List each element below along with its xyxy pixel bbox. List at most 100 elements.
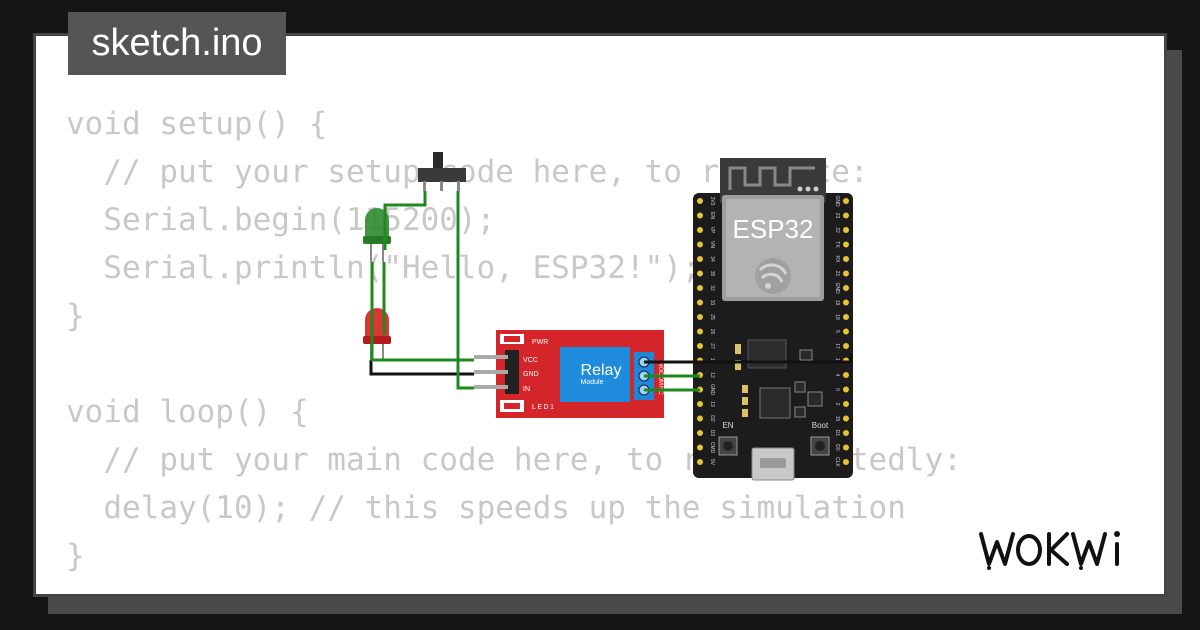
esp32-right-pin-label: CLK bbox=[834, 457, 840, 467]
esp32-left-pin[interactable] bbox=[697, 343, 703, 349]
relay-subtitle: Module bbox=[581, 379, 604, 386]
relay-pin-header bbox=[505, 350, 519, 394]
esp32-left-pin[interactable] bbox=[697, 227, 703, 233]
esp32-right-pin[interactable] bbox=[843, 415, 849, 422]
esp32-right-pin[interactable] bbox=[843, 256, 849, 262]
esp32-left-pin[interactable] bbox=[697, 256, 703, 262]
esp32-left-pin[interactable] bbox=[697, 270, 703, 277]
esp32-left-pin-label: 13 bbox=[709, 401, 715, 407]
esp32-right-pin-label: GND bbox=[834, 282, 840, 294]
esp32-right-pin[interactable] bbox=[843, 241, 849, 248]
red-led[interactable] bbox=[363, 308, 391, 360]
esp32-right-pin-label: 15 bbox=[834, 416, 840, 422]
code-line: } bbox=[66, 538, 85, 574]
relay-title: Relay bbox=[581, 362, 622, 379]
esp32-left-pin-label: VN bbox=[709, 241, 715, 248]
esp32-right-pin[interactable] bbox=[843, 430, 849, 436]
esp32-left-pin[interactable] bbox=[697, 430, 703, 436]
esp32-left-pin[interactable] bbox=[697, 212, 703, 219]
code-line: Serial.println("Hello, ESP32!"); bbox=[66, 250, 701, 286]
pwr-label: PWR bbox=[532, 339, 548, 346]
relay-terminal-label: NO bbox=[657, 362, 663, 371]
esp32-left-pin[interactable] bbox=[697, 459, 703, 465]
esp32-left-pin[interactable] bbox=[697, 314, 703, 320]
code-line: Serial.begin(115200); bbox=[66, 202, 496, 238]
espressif-logo bbox=[755, 258, 791, 294]
wire-green[interactable] bbox=[370, 191, 700, 392]
esp32-right-pin[interactable] bbox=[843, 386, 849, 393]
code-line: void setup() { bbox=[66, 106, 328, 142]
esp32-left-pin-label: 27 bbox=[709, 343, 715, 349]
esp32-left-pin[interactable] bbox=[697, 241, 703, 248]
slide-switch[interactable] bbox=[418, 152, 466, 191]
esp32-right-pin[interactable] bbox=[843, 459, 849, 465]
esp32-right-pin[interactable] bbox=[843, 343, 849, 349]
relay-pin-label: IN bbox=[523, 386, 530, 393]
esp32-left-pin-label: GND bbox=[709, 384, 715, 396]
boot-button-label: Boot bbox=[812, 421, 829, 430]
file-tab[interactable]: sketch.ino bbox=[68, 12, 286, 75]
esp32-left-pin-label: 25 bbox=[709, 314, 715, 320]
esp32-right-pin-label: 4 bbox=[834, 374, 840, 377]
esp32-left-pin-label: 34 bbox=[709, 256, 715, 262]
esp32-right-pin-label: D1 bbox=[834, 430, 840, 437]
boot-button[interactable] bbox=[810, 436, 830, 456]
esp32-left-pin-label: EN bbox=[709, 212, 715, 219]
esp32-right-pin-label: 22 bbox=[834, 227, 840, 233]
esp32-left-pin[interactable] bbox=[697, 328, 703, 335]
esp32-label: ESP32 bbox=[733, 214, 814, 244]
esp32-right-pin[interactable] bbox=[843, 227, 849, 233]
esp32-right-pin[interactable] bbox=[843, 328, 849, 335]
esp32-right-pin[interactable] bbox=[843, 285, 849, 291]
relay-module[interactable]: PWR LED1 VCC GND IN Relay Module NO COM … bbox=[474, 330, 664, 418]
editor-card bbox=[33, 33, 1167, 597]
code-line: } bbox=[66, 298, 85, 334]
esp32-right-pin-label: RX bbox=[834, 256, 840, 264]
relay-pin-gnd[interactable] bbox=[474, 370, 508, 374]
esp32-right-pin[interactable] bbox=[843, 212, 849, 219]
esp32-left-pin-label: 12 bbox=[709, 372, 715, 378]
esp32-left-pin[interactable] bbox=[697, 299, 703, 306]
esp32-right-pin-label: 19 bbox=[834, 300, 840, 306]
wokwi-logo bbox=[979, 531, 1120, 570]
relay-pin-vcc[interactable] bbox=[474, 355, 508, 359]
en-button-label: EN bbox=[722, 421, 733, 430]
esp32-right-pin[interactable] bbox=[843, 198, 849, 204]
esp32-right-pin[interactable] bbox=[843, 299, 849, 306]
relay-pin-in[interactable] bbox=[474, 385, 508, 389]
esp32-left-pin-label: CMD bbox=[709, 442, 715, 454]
esp32-left-pin[interactable] bbox=[697, 444, 703, 451]
esp32-right-pin[interactable] bbox=[843, 270, 849, 277]
esp32-left-pin-label: D2 bbox=[709, 415, 715, 422]
esp32-left-pin[interactable] bbox=[697, 415, 703, 422]
relay-terminal-label: COM bbox=[657, 371, 663, 385]
esp32-right-pin-label: 23 bbox=[834, 213, 840, 219]
esp32-right-pin-label: GND bbox=[834, 195, 840, 207]
esp32-right-pin-label: 18 bbox=[834, 314, 840, 320]
code-line: delay(10); // this speeds up the simulat… bbox=[66, 490, 906, 526]
esp32-right-pin[interactable] bbox=[843, 372, 849, 378]
esp32-right-pin[interactable] bbox=[843, 401, 849, 407]
esp32-left-pin-label: 33 bbox=[709, 300, 715, 306]
esp32-left-pin-label: VP bbox=[709, 227, 715, 234]
esp32-left-pin[interactable] bbox=[697, 401, 703, 407]
relay-coil bbox=[560, 347, 630, 402]
esp32-left-pin-label: D3 bbox=[709, 430, 715, 437]
esp32-right-pin[interactable] bbox=[843, 314, 849, 320]
green-led[interactable] bbox=[363, 208, 391, 262]
esp32-right-pin-label: 0 bbox=[834, 388, 840, 391]
code-line: void loop() { bbox=[66, 394, 309, 430]
esp32-right-pin-label: 2 bbox=[834, 403, 840, 406]
relay-pin-label: GND bbox=[523, 371, 539, 378]
esp32-board[interactable]: ESP32 EN Boot bbox=[693, 158, 853, 481]
esp32-right-pin[interactable] bbox=[843, 444, 849, 451]
esp32-left-pin-label: 26 bbox=[709, 329, 715, 335]
esp32-left-pin[interactable] bbox=[697, 285, 703, 291]
esp32-left-pin-label: 5V bbox=[709, 459, 715, 466]
esp32-left-pin[interactable] bbox=[697, 198, 703, 204]
esp32-right-pin-label: 17 bbox=[834, 343, 840, 349]
en-button[interactable] bbox=[718, 436, 738, 456]
esp32-left-pin-label: 32 bbox=[709, 285, 715, 291]
wire-black[interactable] bbox=[369, 354, 853, 376]
